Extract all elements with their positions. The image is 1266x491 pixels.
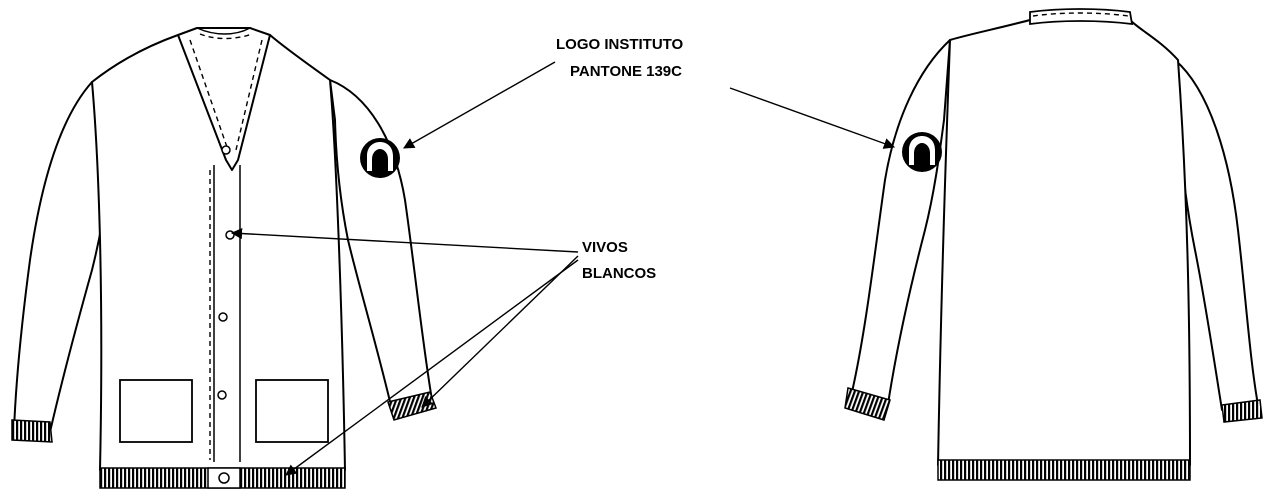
arrow-vivos-waistband [285,259,579,476]
institute-logo-icon [360,138,400,178]
button-icon [218,312,228,322]
vivos-label-line1: VIVOS [582,239,628,256]
back-cardigan [844,8,1263,481]
back-right-cuff [1221,399,1263,423]
button-icon [221,145,231,155]
front-collar [177,27,271,171]
vivos-label-line2: BLANCOS [582,265,656,282]
front-left-pocket [119,379,193,443]
back-left-sleeve [851,39,951,405]
arrow-vivos-cuff [421,255,579,408]
front-right-sleeve [329,79,433,411]
back-waistband [937,459,1191,481]
institute-logo-icon [902,132,942,172]
button-icon [218,472,230,484]
arrow-vivos-button [230,227,579,253]
front-left-cuff [11,419,53,443]
logo-label-line1: LOGO INSTITUTO [556,36,684,53]
button-icon [217,390,227,400]
arrow-logo-front [403,61,556,149]
front-right-pocket [255,379,329,443]
front-cardigan [11,27,437,489]
back-body [937,19,1191,466]
logo-label-line2: PANTONE 139C [570,63,682,80]
back-left-cuff [844,387,891,421]
arrow-logo-back [729,87,896,149]
button-icon [225,230,235,240]
back-collar [1029,8,1134,26]
